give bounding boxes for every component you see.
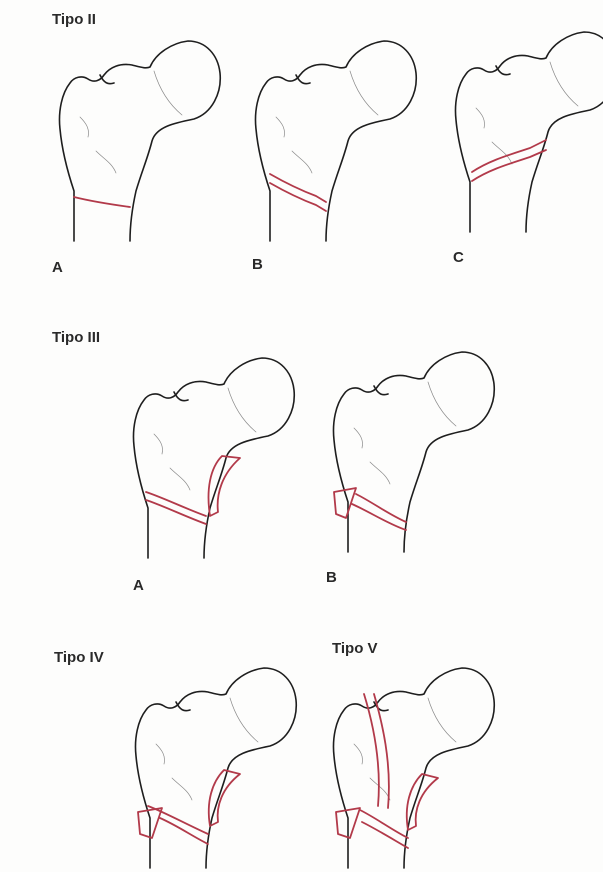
tipo-ii-c-fracture-line [472,140,546,172]
tipo-ii-b-femur [255,41,416,241]
tipo-iii-b-femur [333,352,494,552]
tipo-iv-femur [135,668,296,868]
tipo-iv-fracture-line [148,806,208,834]
tipo-ii-c-femur [455,32,603,232]
tipo-v-femur [333,668,494,868]
tipo-ii-a-fracture-line [74,197,130,207]
tipo-iii-a-femur [133,358,294,558]
tipo-ii-a-femur [59,41,220,241]
tipo-v-vertical-fracture-line [364,694,379,806]
